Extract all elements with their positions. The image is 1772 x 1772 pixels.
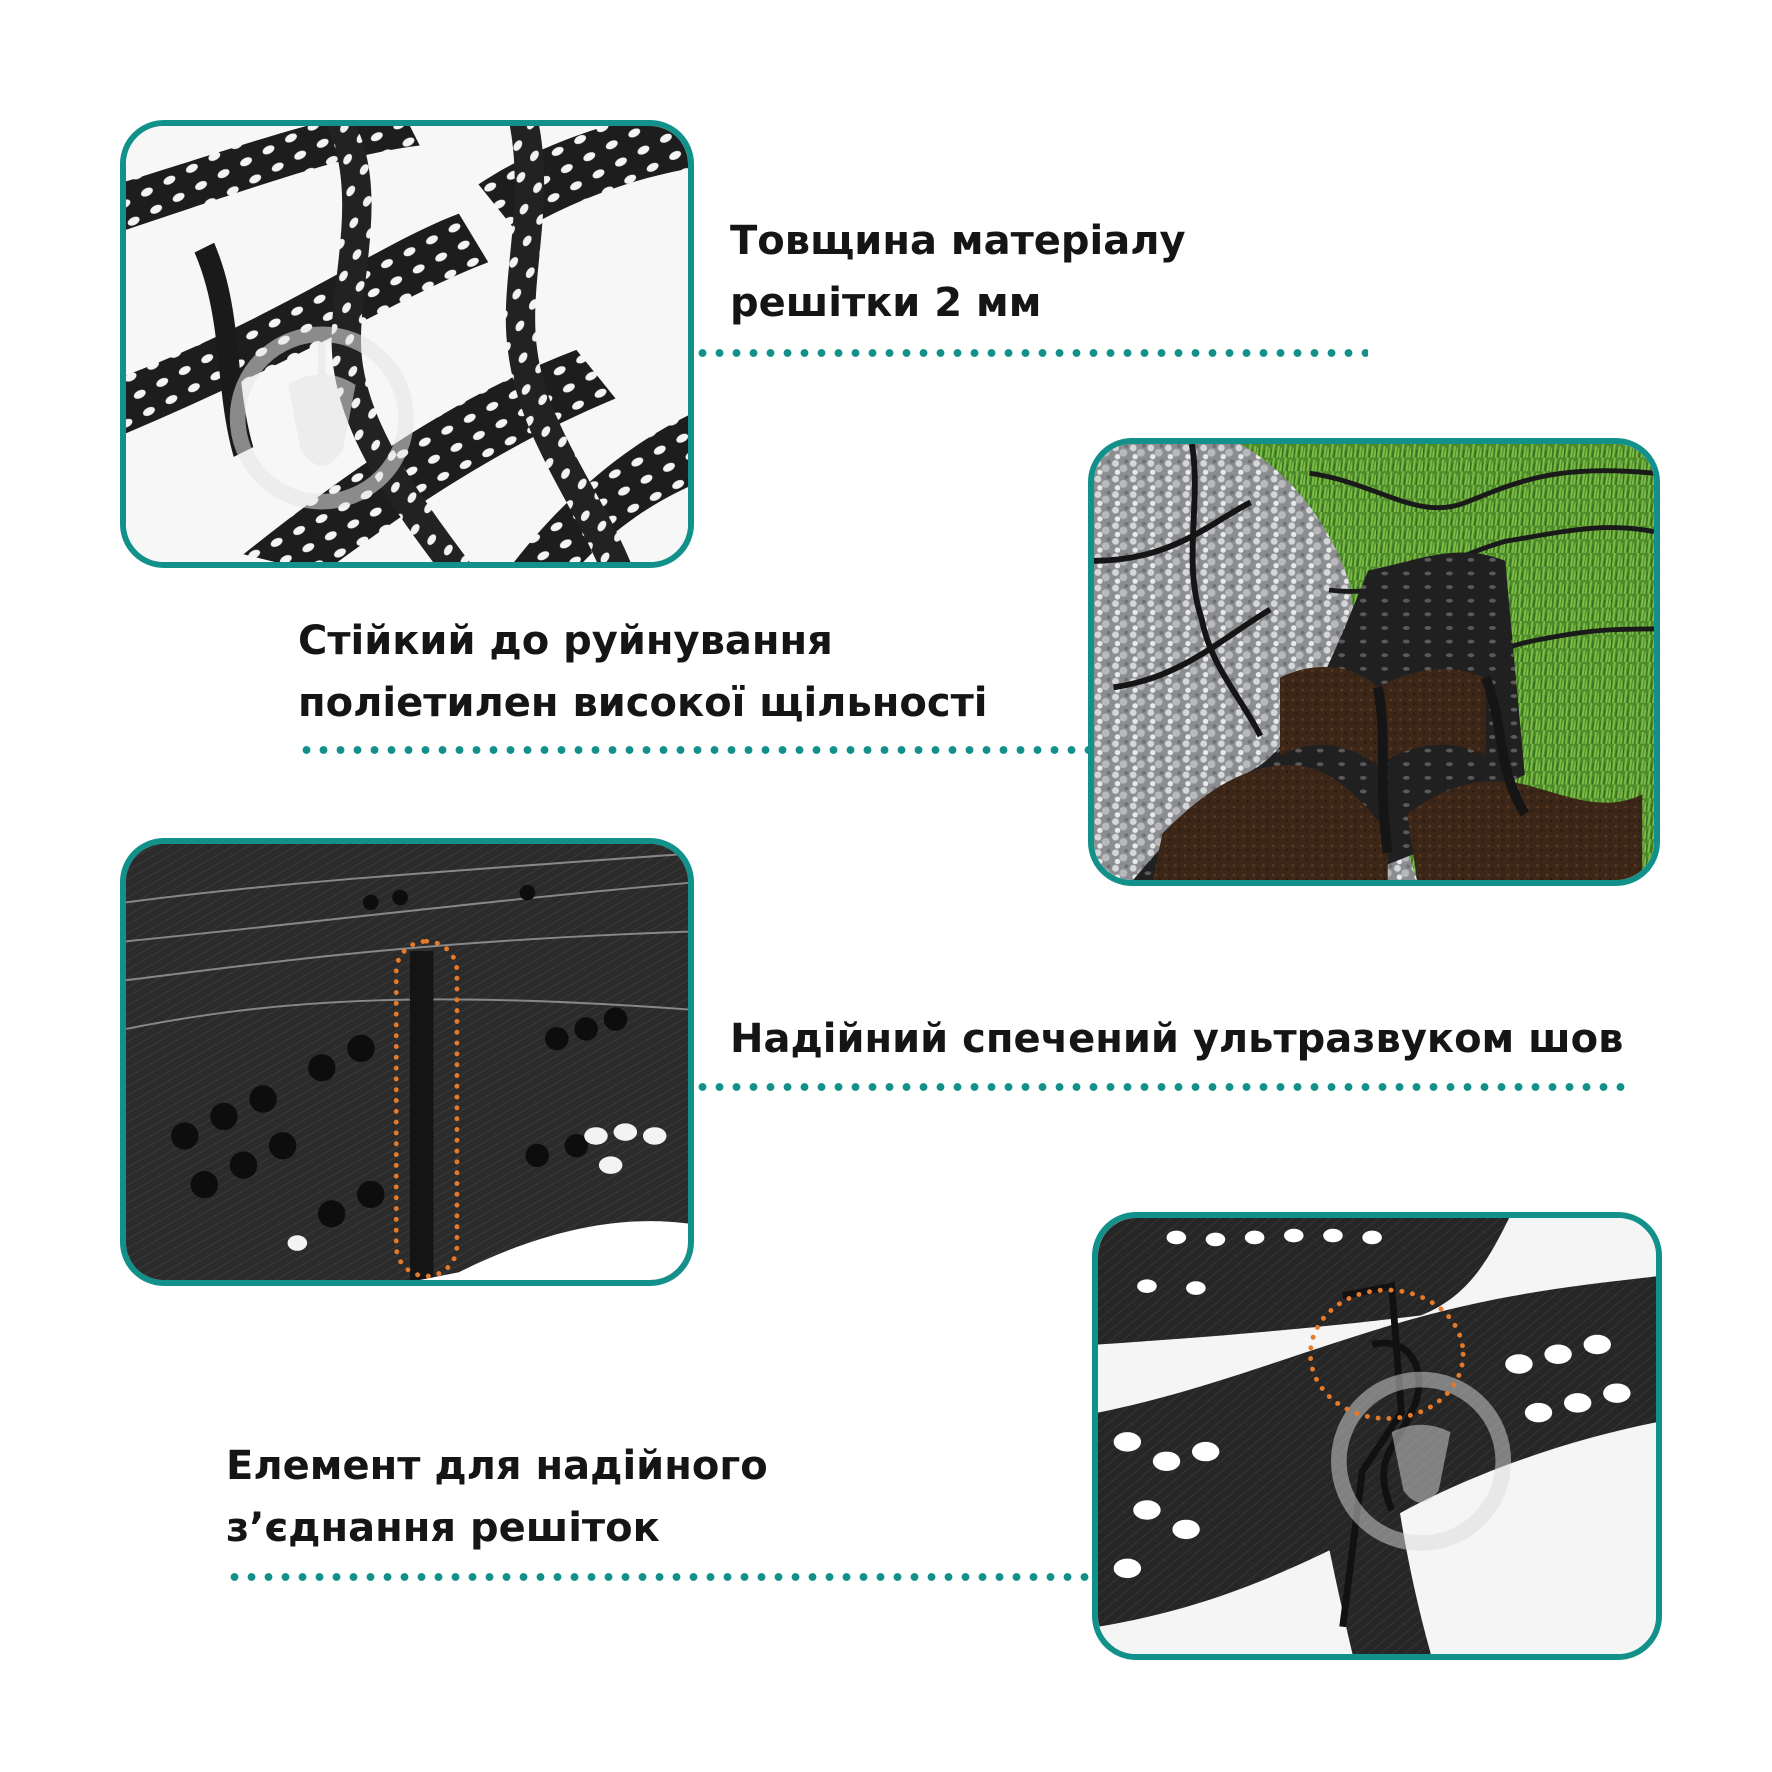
photo-connector-element — [1092, 1212, 1662, 1660]
seam-highlight-marker — [393, 938, 460, 1279]
photo-welded-seam — [120, 838, 694, 1286]
caption-line: Надійний спечений ультразвуком шов — [730, 1016, 1624, 1062]
grid-closeup-illustration — [126, 126, 688, 562]
connector-highlight-marker — [1307, 1287, 1466, 1421]
feature-caption-material: Стійкий до руйнування поліетилен високої… — [298, 610, 988, 734]
feature-caption-connector: Елемент для надійного з’єднання решіток — [226, 1435, 768, 1559]
feature-caption-thickness: Товщина матеріалу решітки 2 мм — [730, 210, 1186, 334]
dotted-leader-line — [694, 349, 1368, 357]
feature-caption-seam: Надійний спечений ультразвуком шов — [730, 1008, 1623, 1070]
welded-seam-illustration — [126, 844, 688, 1280]
photo-grid-with-fill — [1088, 438, 1660, 886]
caption-line: решітки 2 мм — [730, 280, 1042, 326]
watermark-logo-icon — [229, 326, 414, 510]
photo-grid-closeup — [120, 120, 694, 568]
dotted-leader-line — [694, 1083, 1632, 1091]
caption-line: з’єднання решіток — [226, 1505, 660, 1551]
watermark-logo-icon — [1330, 1371, 1512, 1551]
connector-illustration — [1098, 1218, 1656, 1654]
dotted-leader-line — [298, 746, 1088, 754]
caption-line: Елемент для надійного — [226, 1443, 768, 1489]
caption-line: поліетилен високої щільності — [298, 680, 988, 726]
caption-line: Товщина матеріалу — [730, 218, 1186, 264]
caption-line: Стійкий до руйнування — [298, 618, 833, 664]
grid-fill-illustration — [1094, 444, 1654, 880]
dotted-leader-line — [226, 1573, 1092, 1581]
